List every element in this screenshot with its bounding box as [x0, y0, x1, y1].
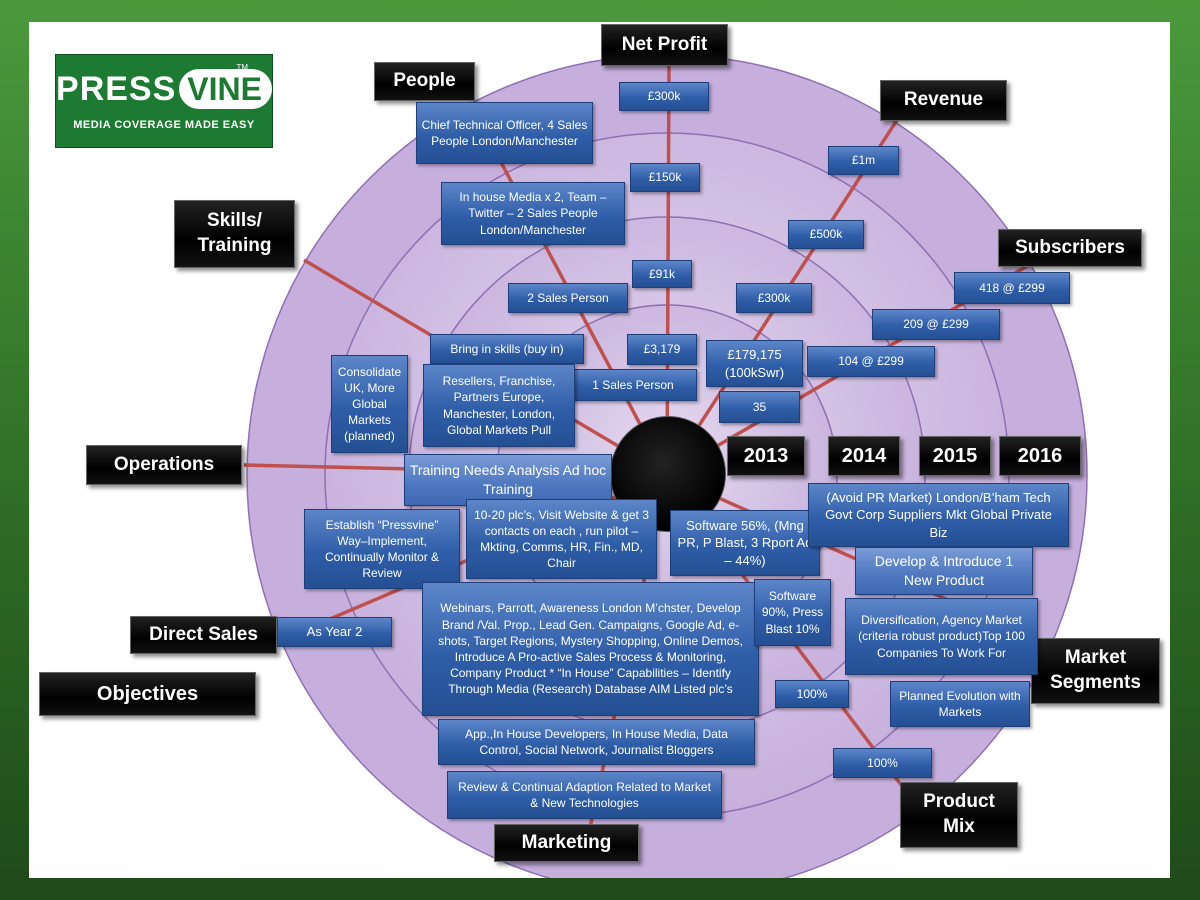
revenue-2014: £300k	[736, 283, 812, 313]
marketing-2015: Webinars, Parrott, Awareness London M’ch…	[422, 582, 759, 716]
people-2015: In house Media x 2, Team – Twitter – 2 S…	[441, 182, 625, 245]
subscribers-2015: 209 @ £299	[872, 309, 1000, 340]
objectives-2015: Establish “Pressvine” Way–Implement, Con…	[304, 509, 460, 589]
direct-sales-2016: As Year 2	[277, 617, 392, 647]
logo-trademark: TM	[236, 63, 248, 72]
year-2016: 2016	[999, 436, 1081, 476]
subscribers-2013: 35	[719, 391, 800, 423]
logo-vine: VINE	[179, 69, 272, 109]
product-mix-2015: 100%	[775, 680, 849, 708]
revenue-2016: £1m	[828, 146, 899, 175]
product-mix-2013: Software 56%, (Mng PR, P Blast, 3 Rport …	[670, 510, 820, 576]
year-2013: 2013	[727, 436, 805, 476]
operations-2016: Consolidate UK, More Global Markets (pla…	[331, 355, 408, 453]
year-2015: 2015	[919, 436, 991, 476]
operations-2014: Training Needs Analysis Ad hoc Training	[404, 454, 612, 506]
label-revenue: Revenue	[880, 80, 1007, 121]
market-segments-2014: (Avoid PR Market) London/B’ham Tech Govt…	[808, 483, 1069, 547]
product-mix-2014: Software 90%, Press Blast 10%	[754, 579, 831, 646]
revenue-2015: £500k	[788, 220, 864, 249]
market-segments-2015a: Develop & Introduce 1 New Product	[855, 547, 1033, 595]
label-people: People	[374, 62, 475, 101]
skills-2014: Bring in skills (buy in)	[430, 334, 584, 364]
operations-2015: Resellers, Franchise, Partners Europe, M…	[423, 364, 575, 447]
marketing-2016b: Review & Continual Adaption Related to M…	[447, 771, 722, 819]
label-objectives: Objectives	[39, 672, 256, 716]
label-subscribers: Subscribers	[998, 229, 1142, 267]
subscribers-2016: 418 @ £299	[954, 272, 1070, 304]
people-2016: Chief Technical Officer, 4 Sales People …	[416, 102, 593, 164]
net-profit-2013: £3,179	[627, 334, 697, 365]
objectives-2014: 10-20 plc’s, Visit Website & get 3 conta…	[466, 499, 657, 579]
label-skills-training: Skills/ Training	[174, 200, 295, 268]
net-profit-2014: £91k	[632, 260, 692, 288]
subscribers-2014: 104 @ £299	[807, 346, 935, 377]
revenue-2013: £179,175 (100kSwr)	[706, 340, 803, 387]
year-2014: 2014	[828, 436, 900, 476]
people-2014: 2 Sales Person	[508, 283, 628, 313]
marketing-2016a: App.,In House Developers, In House Media…	[438, 719, 755, 765]
product-mix-2016: 100%	[833, 748, 932, 778]
market-segments-2015b: Diversification, Agency Market (criteria…	[845, 598, 1038, 675]
label-marketing: Marketing	[494, 824, 639, 862]
logo-press: PRESS	[56, 69, 177, 108]
label-direct-sales: Direct Sales	[130, 616, 277, 654]
label-operations: Operations	[86, 445, 242, 485]
label-market-segments: Market Segments	[1031, 638, 1160, 704]
label-net-profit: Net Profit	[601, 24, 728, 66]
net-profit-2016: £300k	[619, 82, 709, 111]
people-2013: 1 Sales Person	[569, 369, 697, 401]
net-profit-2015: £150k	[630, 163, 700, 192]
logo-tagline: MEDIA COVERAGE MADE EASY	[73, 119, 255, 131]
label-product-mix: Product Mix	[900, 782, 1018, 848]
market-segments-2016: Planned Evolution with Markets	[890, 681, 1030, 727]
